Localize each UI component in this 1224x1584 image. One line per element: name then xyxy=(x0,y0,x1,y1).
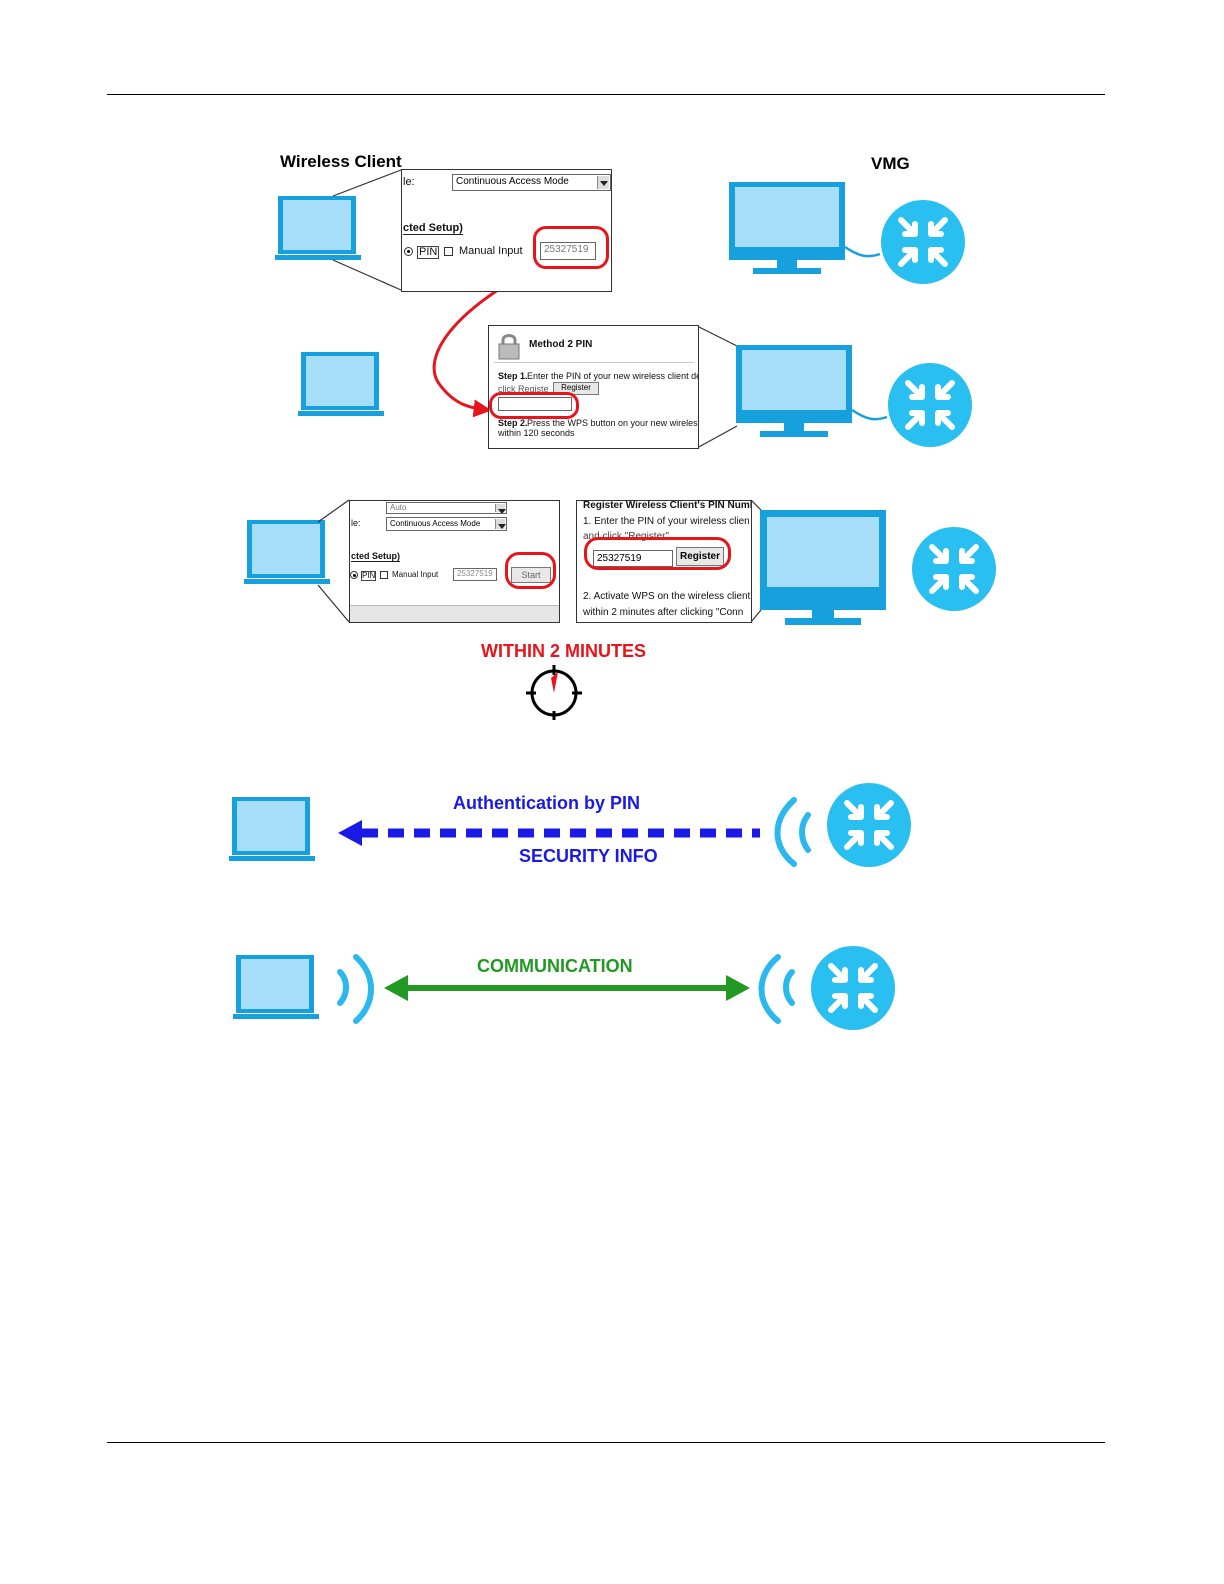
vmg-label: VMG xyxy=(871,154,910,173)
step1-text: Enter the PIN of your new wireless clien… xyxy=(527,371,699,381)
router-icon xyxy=(827,783,911,867)
manual-input-label: Manual Input xyxy=(392,570,439,579)
pin-label: PIN xyxy=(361,571,377,581)
step2-text-2: within 2 minutes after clicking "Conn xyxy=(583,607,744,618)
zoom-line xyxy=(750,609,762,623)
chevron-down-icon xyxy=(597,176,609,189)
zoom-line xyxy=(750,499,762,511)
manual-input-label: Manual Input xyxy=(459,245,523,257)
client-wps-start-panel: Auto le: Continuous Access Mode cted Set… xyxy=(349,500,560,623)
client-pin-input[interactable]: 25327519 xyxy=(593,550,673,567)
register-button[interactable]: Register xyxy=(553,382,599,395)
mode-select[interactable]: Continuous Access Mode xyxy=(386,517,507,531)
register-title: Register Wireless Client's PIN Numb xyxy=(583,500,752,511)
zoom-line xyxy=(332,169,402,197)
vmg-register-panel: Register Wireless Client's PIN Numb 1. E… xyxy=(576,500,752,623)
pin-radio[interactable] xyxy=(350,571,358,579)
mode-select[interactable]: Continuous Access Mode xyxy=(452,174,611,191)
pin-transfer-arrow xyxy=(432,262,545,418)
input-highlight-ring xyxy=(489,392,579,419)
zoom-line xyxy=(696,425,738,449)
router-icon xyxy=(912,527,996,611)
zoom-line xyxy=(317,584,350,623)
step1-label: Step 1. xyxy=(498,371,528,381)
arrowhead-right xyxy=(726,975,750,1001)
auto-select[interactable]: Auto xyxy=(386,502,507,514)
chevron-down-icon xyxy=(495,504,506,513)
chevron-down-icon xyxy=(495,519,506,529)
router-icon xyxy=(881,200,965,284)
manual-input-checkbox[interactable] xyxy=(444,247,453,256)
client-wps-panel: le: Continuous Access Mode cted Setup) P… xyxy=(401,169,612,292)
method-title: Method 2 PIN xyxy=(529,339,593,350)
cable-line xyxy=(844,245,881,258)
pin-highlight-ring xyxy=(533,226,609,269)
pin-label: PIN xyxy=(417,246,440,259)
stopwatch-icon xyxy=(526,665,582,720)
step1-text-2: click Registe xyxy=(498,384,549,394)
header-rule xyxy=(107,94,1105,95)
pin-field[interactable]: 25327519 xyxy=(540,242,596,260)
setup-label: cted Setup) xyxy=(403,222,463,235)
step2-text: 2. Activate WPS on the wireless client xyxy=(583,591,751,602)
wifi-signal-icon xyxy=(758,954,795,1024)
mode-select-value: Continuous Access Mode xyxy=(456,176,569,187)
register-highlight-ring xyxy=(584,537,731,570)
router-icon xyxy=(888,363,972,447)
register-button[interactable]: Register xyxy=(676,547,724,566)
within-2-minutes-label: WITHIN 2 MINUTES xyxy=(481,641,646,661)
arrowhead-left xyxy=(338,820,362,846)
router-icon xyxy=(811,946,895,1030)
step2-label: Step 2. xyxy=(498,418,528,428)
client-pin-input[interactable] xyxy=(498,397,572,411)
mode-select-value: Continuous Access Mode xyxy=(390,519,481,528)
panel-footer-bar xyxy=(350,605,559,622)
laptop-icon xyxy=(275,196,361,260)
vmg-method2-panel: Method 2 PIN Step 1. Enter the PIN of yo… xyxy=(488,325,699,449)
cable-line xyxy=(851,408,888,421)
mode-label: le: xyxy=(403,176,415,188)
laptop-icon xyxy=(244,520,330,584)
step2-text-2: within 120 seconds xyxy=(498,428,575,438)
manual-input-checkbox[interactable] xyxy=(380,571,388,579)
zoom-line xyxy=(696,325,738,347)
wireless-client-label: Wireless Client xyxy=(280,152,402,171)
zoom-line xyxy=(317,499,350,523)
monitor-icon xyxy=(736,345,852,437)
start-highlight-ring xyxy=(505,552,556,589)
wifi-signal-icon xyxy=(337,954,374,1024)
laptop-icon xyxy=(229,797,315,861)
laptop-icon xyxy=(233,955,319,1019)
communication-label: COMMUNICATION xyxy=(477,956,633,976)
pin-field[interactable]: 25327519 xyxy=(453,568,497,581)
security-info-label: SECURITY INFO xyxy=(519,846,658,866)
wifi-signal-icon xyxy=(774,797,811,867)
laptop-icon xyxy=(298,352,384,416)
pin-radio[interactable] xyxy=(404,247,413,256)
arrowhead-left xyxy=(384,975,408,1001)
monitor-icon xyxy=(729,182,845,274)
monitor-icon xyxy=(760,510,886,625)
authentication-label: Authentication by PIN xyxy=(453,793,641,813)
footer-rule xyxy=(107,1442,1105,1443)
setup-label: cted Setup) xyxy=(351,551,401,562)
mode-label: le: xyxy=(351,518,361,528)
panel-divider xyxy=(494,362,694,363)
zoom-line xyxy=(332,259,402,291)
step1-text: 1. Enter the PIN of your wireless clien xyxy=(583,516,750,527)
auto-select-value: Auto xyxy=(390,503,407,512)
lock-icon xyxy=(498,334,520,360)
step2-text: Press the WPS button on your new wireles… xyxy=(527,418,699,428)
step1-text-2: and click "Register" xyxy=(583,531,670,542)
